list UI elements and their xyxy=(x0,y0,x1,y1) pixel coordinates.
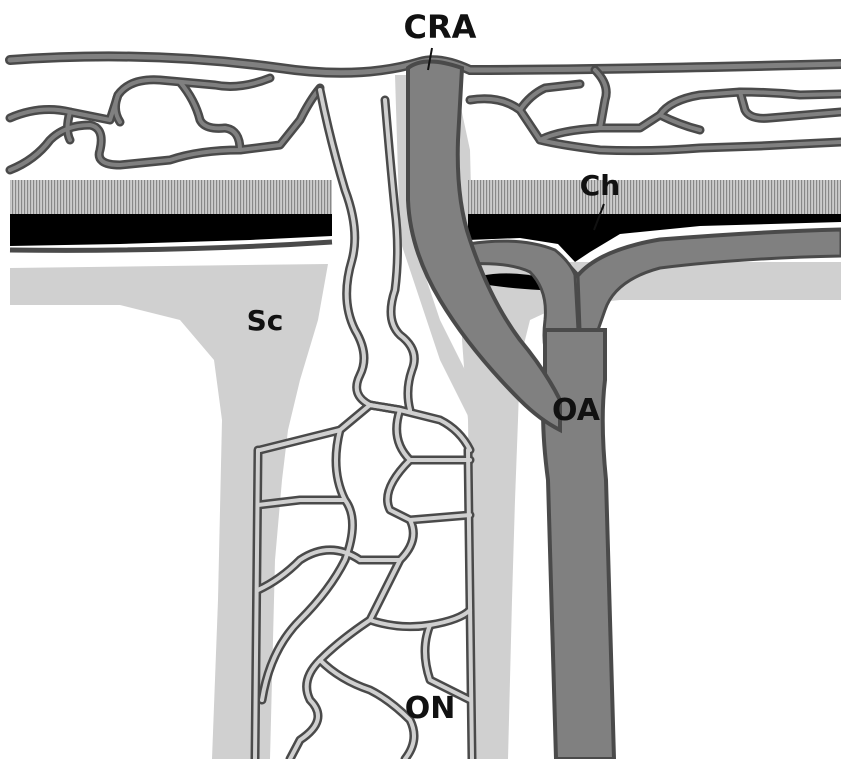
label-ch: Ch xyxy=(580,169,620,202)
label-cra: CRA xyxy=(404,8,477,46)
choroid-left xyxy=(10,180,332,214)
label-sc: Sc xyxy=(247,304,284,337)
pigment-left xyxy=(10,214,332,246)
label-oa: OA xyxy=(552,393,601,428)
choroid-right xyxy=(468,180,841,214)
sclera-left xyxy=(10,264,328,759)
label-on: ON xyxy=(405,691,456,726)
